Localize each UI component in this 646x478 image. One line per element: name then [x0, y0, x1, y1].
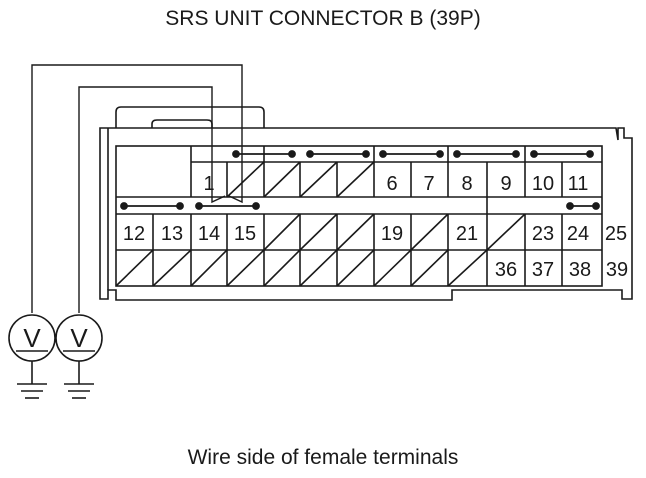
- lead-wire-2: [78, 86, 226, 313]
- pin-label: 9: [500, 173, 511, 195]
- voltmeter-icon: [8, 314, 56, 399]
- pin-label: 25: [605, 223, 627, 245]
- test-leads: [31, 64, 243, 313]
- pin-label: 14: [198, 223, 220, 245]
- diagram-title: SRS UNIT CONNECTOR B (39P): [165, 7, 481, 30]
- pin-label: 38: [569, 259, 591, 281]
- lead-wire-1: [31, 64, 243, 313]
- voltmeter-symbol: V: [70, 323, 88, 353]
- connector-housing: [99, 127, 633, 301]
- pin-labels: 1 6 7 8 9 10 11 12 13 14 15 19 21 23 24 …: [123, 173, 628, 281]
- pin-label: 1: [203, 173, 214, 195]
- pin-label: 39: [606, 259, 628, 281]
- pin-label: 37: [532, 259, 554, 281]
- pin-label: 12: [123, 223, 145, 245]
- pin-label: 19: [381, 223, 403, 245]
- pin-label: 10: [532, 173, 554, 195]
- pin-label: 7: [423, 173, 434, 195]
- pin-label: 8: [461, 173, 472, 195]
- pin-label: 13: [161, 223, 183, 245]
- pin-label: 15: [234, 223, 256, 245]
- pin-label: 24: [567, 223, 589, 245]
- shorting-bars: [120, 150, 600, 210]
- pin-label: 23: [532, 223, 554, 245]
- terminal-grid: [115, 145, 603, 287]
- pin-label: 21: [456, 223, 478, 245]
- voltmeter-symbol: V: [23, 323, 41, 353]
- diagram-caption: Wire side of female terminals: [187, 446, 459, 469]
- pin-label: 6: [386, 173, 397, 195]
- pin-label: 36: [495, 259, 517, 281]
- pin-label: 11: [568, 173, 589, 195]
- connector-latch-outline: [115, 106, 265, 128]
- voltmeter-icon: [55, 314, 103, 399]
